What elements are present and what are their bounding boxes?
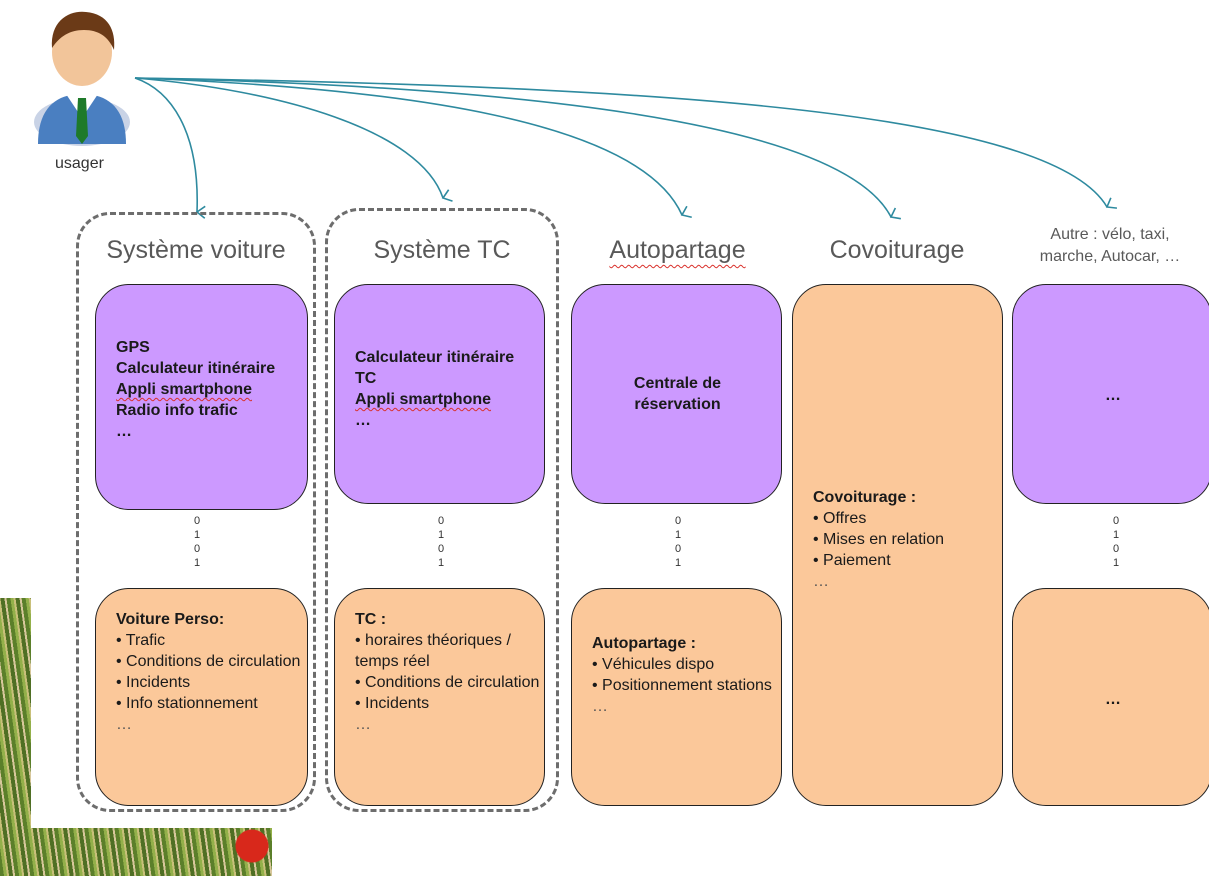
arrow-to-autopartage [134,77,692,219]
voiture-data-heading: Voiture Perso: [116,611,225,628]
autopartage-data-item: • Véhicules dispo [592,656,715,673]
tc-data-more: … [355,716,371,733]
title-autopartage: Autopartage [609,236,746,264]
covoiturage-heading: Covoiturage : [813,489,917,506]
tc-data-item: • horaires théoriques / temps réel [355,632,511,670]
voiture-top-line: … [116,423,132,440]
voiture-top-line: Radio info trafic [116,402,238,419]
voiture-top-line: Calculateur itinéraire [116,360,276,377]
title-tc: Système TC [373,236,511,264]
group-frame-tc [325,208,559,812]
autopartage-data-heading: Autopartage : [592,635,696,652]
covoiturage-item: • Paiement [813,552,891,569]
title-voiture: Système voiture [106,236,286,264]
tc-data-item: • Incidents [355,695,430,712]
voiture-top-line: Appli smartphone [116,381,253,398]
voiture-data-box: Voiture Perso: • Trafic • Conditions de … [95,588,308,806]
tc-data-item: • Conditions de circulation [355,674,540,691]
autre-info-box: … [1012,284,1209,504]
autre-bottom-line: … [1105,691,1121,708]
autopartage-data-more: … [592,698,608,715]
tc-data-box: TC : • horaires théoriques / temps réel … [334,588,545,806]
autopartage-info-box: Centrale de réservation [571,284,782,504]
voiture-top-line: GPS [116,339,150,356]
voiture-data-item: • Incidents [116,674,191,691]
tc-top-line: Appli smartphone [355,391,492,408]
voiture-data-item: • Conditions de circulation [116,653,301,670]
tc-top-line: TC [355,370,377,387]
arrow-to-tc [134,77,453,202]
user-icon [34,11,130,146]
autopartage-data-item: • Positionnement stations [592,677,772,694]
title-autre: Autre : vélo, taxi, marche, Autocar, … [1039,226,1181,265]
user-label: usager [55,155,104,172]
covoiturage-item: • Offres [813,510,867,527]
autopartage-top-line: réservation [634,396,721,413]
arrow-to-autre [134,77,1118,209]
title-covoiturage: Covoiturage [829,236,965,264]
group-frame-voiture [76,212,316,812]
tc-top-line: Calculateur itinéraire [355,349,515,366]
arrow-to-voiture [134,77,206,219]
autre-top-line: … [1105,387,1121,404]
voiture-info-box: GPS Calculateur itinéraire Appli smartph… [95,284,308,510]
autopartage-top-line: Centrale de [633,375,722,392]
covoiturage-box: Covoiturage : • Offres • Mises en relati… [792,284,1003,806]
voiture-data-item: • Info stationnement [116,695,258,712]
autopartage-data-box: Autopartage : • Véhicules dispo • Positi… [571,588,782,806]
voiture-data-more: … [116,716,132,733]
autre-data-box: … [1012,588,1209,806]
tc-top-line: … [355,412,371,429]
covoiturage-item: • Mises en relation [813,531,944,548]
covoiturage-more: … [813,573,829,590]
arrow-to-covoiturage [134,77,901,220]
voiture-data-item: • Trafic [116,632,166,649]
tc-info-box: Calculateur itinéraire TC Appli smartpho… [334,284,545,504]
tc-data-heading: TC : [355,611,387,628]
